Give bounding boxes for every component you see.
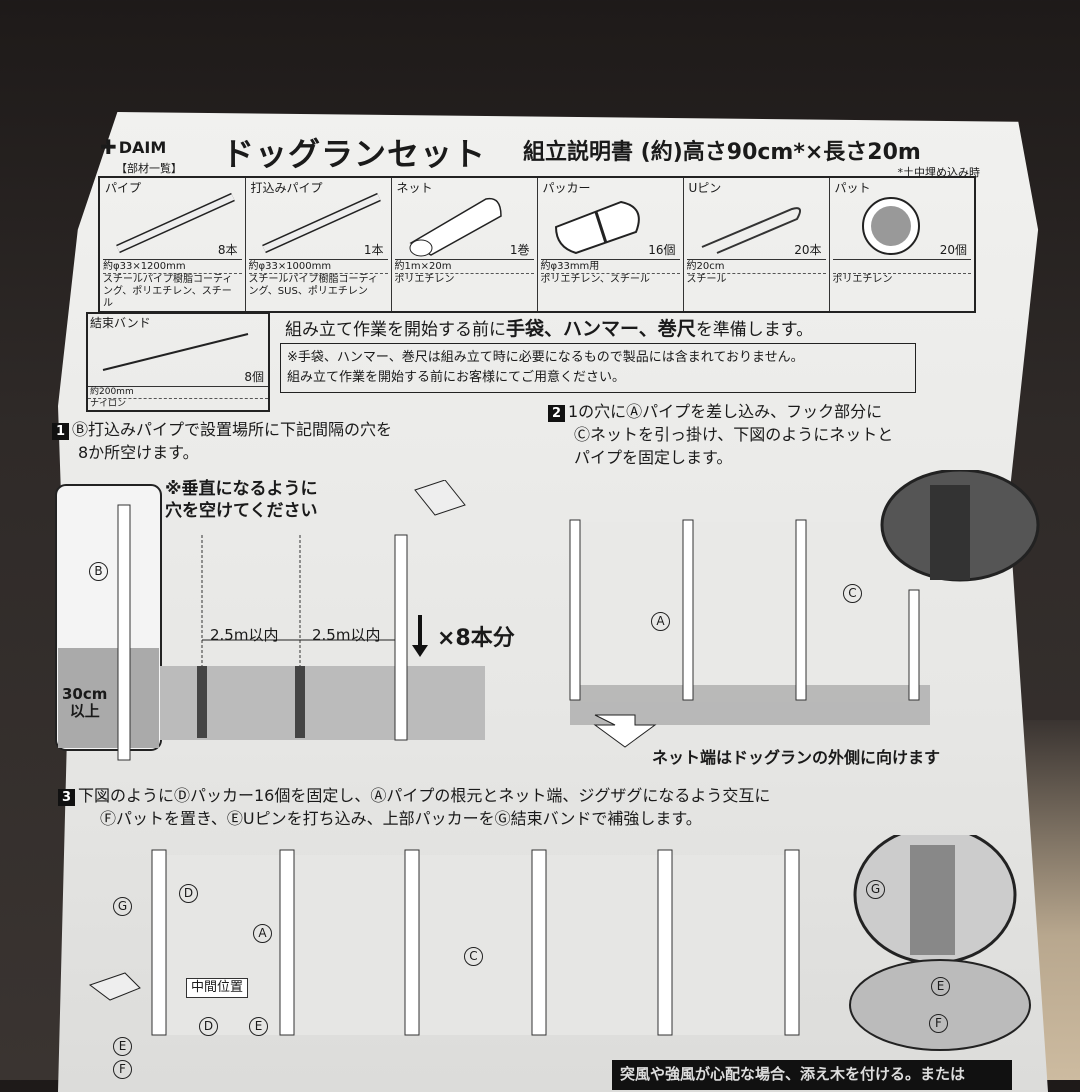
step-1-diagram (55, 480, 485, 761)
preparation-text: 組み立て作業を開始する前に手袋、ハンマー、巻尺を準備します。 (285, 318, 814, 340)
warning-banner: 突風や強風が心配な場合、添え木を付ける。または (612, 1060, 1012, 1090)
page-title: ドッグランセット (222, 135, 487, 173)
label-g-detail: G (865, 878, 886, 899)
pad-illustration (861, 197, 920, 255)
spacing-label-2: 2.5m以内 (312, 626, 381, 644)
label-a-3: A (252, 922, 273, 943)
label-d: D (178, 882, 199, 903)
label-c-3: C (463, 945, 484, 966)
label-e-detail: E (930, 975, 951, 996)
net-edge-caption: ネット端はドッグランの外側に向けます (652, 748, 941, 767)
page-subtitle: 組立説明書 (約)高さ90cm*×長さ20m (523, 140, 921, 165)
step-3-diagram (88, 835, 1031, 1051)
part-g: 結束バンド 8個 約200mm ナイロン (86, 312, 270, 412)
middle-position-label: 中間位置 (186, 978, 249, 998)
label-e-bottom: E (248, 1015, 269, 1036)
label-f-left: F (112, 1058, 133, 1079)
pipe-illustration (116, 192, 235, 254)
label-g: G (112, 895, 133, 916)
count-label: ×8本分 (437, 626, 515, 651)
vertical-callout: ※垂直になるように穴を空けてください (165, 479, 318, 521)
label-b: B (88, 560, 109, 581)
brand-logo: ✚DAIM (100, 135, 167, 159)
label-a: A (650, 610, 671, 631)
cable-tie-illustration (102, 333, 249, 371)
label-c: C (842, 582, 863, 603)
spacing-label-1: 2.5m以内 (210, 626, 279, 644)
u-pin-illustration (701, 207, 801, 254)
parts-heading: 【部材一覧】 (116, 162, 182, 175)
label-d-bottom: D (198, 1015, 219, 1036)
footnote: *土中埋め込み時 (897, 166, 981, 179)
net-roll-illustration (409, 197, 502, 257)
label-e-left: E (112, 1035, 133, 1056)
step-2-diagram (569, 470, 1040, 748)
drive-pipe-illustration (261, 192, 381, 254)
preparation-note: ※手袋、ハンマー、巻尺は組み立て時に必要になるもので製品には含まれておりません。… (280, 343, 916, 393)
packer-illustration (554, 200, 640, 255)
label-f-detail: F (928, 1012, 949, 1033)
